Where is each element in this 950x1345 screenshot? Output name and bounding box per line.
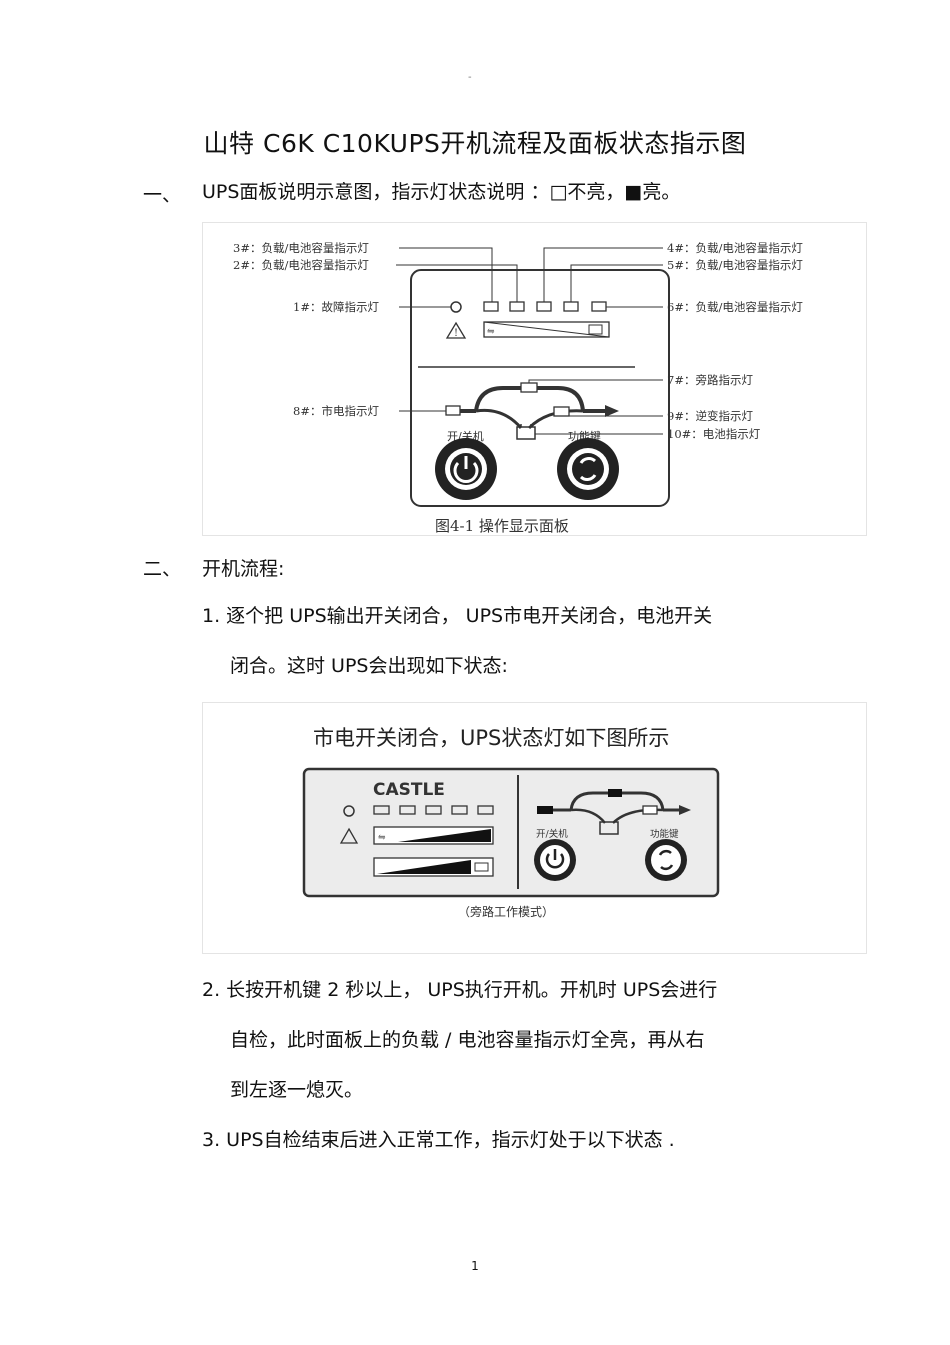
step2-line3: 到左逐一熄灭。 xyxy=(230,1079,364,1101)
function-label-2: 功能键 xyxy=(650,828,679,840)
led-2 xyxy=(399,805,416,815)
function-icon xyxy=(579,457,597,481)
indicator-5 xyxy=(563,301,579,312)
warning-icon xyxy=(445,321,467,339)
label-1: 1#：故障指示灯 xyxy=(293,300,379,314)
figure2-heading: 市电开关闭合，UPS状态灯如下图所示 xyxy=(313,726,669,750)
inverter-led xyxy=(642,805,658,815)
label-3: 3#：负载/电池容量指示灯 xyxy=(233,241,369,255)
inverter-indicator xyxy=(553,406,570,417)
indicator-6 xyxy=(591,301,607,312)
label-10: 10#：电池指示灯 xyxy=(667,427,761,441)
output-arrow-2 xyxy=(679,805,691,815)
indicator-2 xyxy=(483,301,499,312)
step1-line1: 1. 逐个把 UPS输出开关闭合， UPS市电开关闭合，电池开关 xyxy=(202,605,713,627)
step3-line1: 3. UPS自检结束后进入正常工作，指示灯处于以下状态 . xyxy=(202,1129,675,1151)
figure-panel-diagram: ! ⇋ 开/关机 功能键 xyxy=(202,222,867,536)
castle-panel-svg: 市电开关闭合，UPS状态灯如下图所示 CASTLE ⇋ 开/关机 功能键 xyxy=(302,726,720,919)
capacity-bar xyxy=(483,321,610,338)
battery-bar-fill xyxy=(377,860,471,874)
load-bar-fill xyxy=(398,829,491,842)
page-number: 1 xyxy=(471,1259,479,1273)
figure1-caption: 图4-1 操作显示面板 xyxy=(435,517,569,535)
led-4 xyxy=(451,805,468,815)
document-title: 山特 C6K C10KUPS开机流程及面板状态指示图 xyxy=(203,129,747,158)
label-4: 4#：负载/电池容量指示灯 xyxy=(667,241,803,255)
warning-icon-2 xyxy=(339,827,359,844)
panel-outline xyxy=(410,269,670,507)
battery-icon-2 xyxy=(474,862,489,872)
figure-castle-panel: 市电开关闭合，UPS状态灯如下图所示 CASTLE ⇋ 开/关机 功能键 xyxy=(202,702,867,954)
fault-indicator xyxy=(450,301,462,313)
step2-line2: 自检，此时面板上的负载 / 电池容量指示灯全亮，再从右 xyxy=(230,1029,705,1051)
battery-indicator xyxy=(516,426,536,440)
led-1 xyxy=(373,805,390,815)
battery-led xyxy=(599,821,619,835)
step2-line1: 2. 长按开机键 2 秒以上， UPS执行开机。开机时 UPS会进行 xyxy=(202,979,718,1001)
figure2-caption: （旁路工作模式） xyxy=(458,904,554,919)
section2-heading: 开机流程: xyxy=(202,558,285,580)
fault-indicator-2 xyxy=(343,805,355,817)
label-5: 5#：负载/电池容量指示灯 xyxy=(667,258,803,272)
warning-icon-mark: ! xyxy=(454,328,458,339)
battery-icon xyxy=(588,324,603,335)
output-arrow xyxy=(605,405,619,417)
load-icon: ⇋ xyxy=(487,327,495,337)
power-icon xyxy=(453,461,479,483)
section2-number: 二、 xyxy=(143,558,182,580)
bypass-led-on xyxy=(608,789,622,797)
indicator-3 xyxy=(509,301,525,312)
mains-indicator xyxy=(445,405,461,416)
bypass-indicator xyxy=(520,382,538,393)
capacity-diagonal xyxy=(483,321,610,338)
led-3 xyxy=(425,805,442,815)
brand-label: CASTLE xyxy=(373,780,445,800)
section1-number: 一、 xyxy=(143,184,182,206)
power-label-2: 开/关机 xyxy=(536,828,568,840)
panel-diagram-svg: ! ⇋ 开/关机 功能键 xyxy=(233,241,803,535)
label-8: 8#：市电指示灯 xyxy=(293,404,379,418)
section1-text: UPS面板说明示意图，指示灯状态说明 ：□不亮，■亮。 xyxy=(202,181,681,203)
step1-line2: 闭合。这时 UPS会出现如下状态: xyxy=(230,655,508,677)
load-icon-2: ⇋ xyxy=(378,833,386,843)
mains-led-on xyxy=(537,806,553,814)
label-9: 9#：逆变指示灯 xyxy=(667,409,753,423)
led-5 xyxy=(477,805,494,815)
header-mark: - xyxy=(468,72,472,83)
label-2: 2#：负载/电池容量指示灯 xyxy=(233,258,369,272)
label-7: 7#：旁路指示灯 xyxy=(667,373,753,387)
indicator-4 xyxy=(536,301,552,312)
label-6: 6#：负载/电池容量指示灯 xyxy=(667,300,803,314)
